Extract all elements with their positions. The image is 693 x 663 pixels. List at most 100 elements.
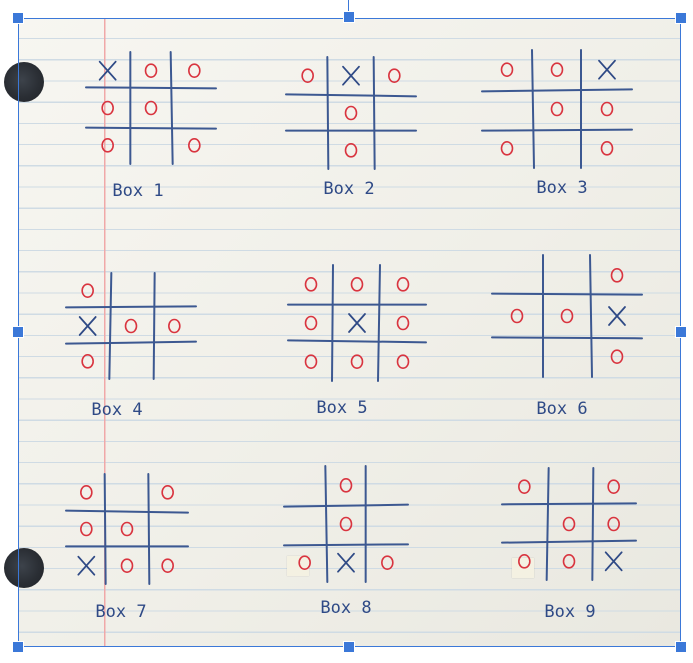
grid-line [152, 272, 156, 380]
grid-line [283, 503, 409, 508]
grid-drawing [285, 56, 417, 170]
caption-box-8: Box 8 [320, 598, 372, 618]
grid-box-2 [285, 56, 417, 170]
grid-line [85, 86, 217, 90]
x-mark [78, 316, 97, 336]
grid-box-1 [85, 51, 217, 165]
o-mark [144, 63, 158, 78]
grid-line [103, 473, 107, 585]
x-mark [342, 65, 360, 86]
paper-patch [287, 556, 309, 576]
o-mark [161, 558, 174, 573]
grid-line [85, 126, 217, 130]
grid-drawing [287, 264, 427, 382]
o-mark [500, 62, 514, 77]
grid-line [591, 467, 595, 581]
grid-line [285, 93, 417, 98]
o-mark [550, 62, 564, 77]
o-mark [298, 555, 311, 570]
grid-line [545, 467, 550, 581]
grid-line [287, 339, 427, 344]
grid-line [481, 128, 633, 132]
o-mark [381, 555, 394, 570]
grid-drawing [283, 465, 409, 583]
caption-box-2: Box 2 [323, 179, 375, 199]
caption-box-1: Box 1 [112, 181, 164, 201]
grid-drawing [481, 49, 633, 169]
o-mark [80, 521, 93, 537]
o-mark [607, 479, 620, 494]
x-mark [98, 60, 117, 81]
punch-hole-icon [4, 548, 44, 588]
o-mark [101, 138, 114, 153]
grid-line [501, 502, 637, 506]
grid-line [108, 272, 113, 380]
o-mark [144, 100, 158, 116]
resize-handle-bottom[interactable] [343, 641, 355, 653]
o-mark [301, 68, 314, 83]
caption-box-3: Box 3 [536, 178, 588, 198]
o-mark [500, 141, 514, 156]
o-mark [81, 354, 94, 369]
grid-box-4 [65, 272, 197, 380]
o-mark [120, 558, 134, 573]
grid-drawing [85, 51, 217, 165]
grid-line [491, 292, 643, 296]
o-mark [339, 516, 353, 532]
o-mark [188, 138, 201, 153]
caption-box-9: Box 9 [544, 602, 596, 622]
o-mark [304, 277, 318, 292]
rotation-handle-stem[interactable] [348, 0, 349, 14]
o-mark [168, 318, 181, 334]
grid-line [501, 539, 637, 544]
resize-handle-right[interactable] [675, 326, 687, 338]
o-mark [120, 521, 134, 537]
grid-drawing [491, 254, 643, 378]
o-mark [610, 268, 624, 283]
o-mark [510, 308, 524, 324]
grid-line [65, 305, 197, 309]
grid-line [331, 264, 334, 382]
resize-handle-bottom-left[interactable] [12, 641, 24, 653]
x-mark [77, 555, 96, 576]
caption-box-4: Box 4 [91, 400, 143, 420]
o-mark [396, 277, 410, 292]
grid-box-7 [65, 473, 189, 585]
o-mark [550, 101, 564, 117]
o-mark [518, 479, 531, 494]
o-mark [161, 485, 174, 500]
x-mark [337, 552, 355, 573]
o-mark [344, 143, 358, 158]
grid-line [531, 49, 535, 169]
grid-line [372, 56, 376, 170]
o-mark [560, 308, 574, 324]
o-mark [81, 283, 94, 298]
o-mark [80, 485, 93, 500]
punch-hole-icon [4, 62, 44, 102]
resize-handle-bottom-right[interactable] [675, 641, 687, 653]
caption-box-5: Box 5 [316, 398, 368, 418]
grid-box-3 [481, 49, 633, 169]
o-mark [339, 478, 353, 493]
o-mark [350, 277, 364, 292]
o-mark [388, 68, 401, 83]
resize-handle-top[interactable] [343, 11, 355, 23]
x-mark [598, 59, 616, 80]
x-mark [604, 551, 623, 572]
o-mark [350, 354, 364, 369]
grid-drawing [65, 272, 197, 380]
caption-box-6: Box 6 [536, 399, 588, 419]
o-mark [304, 315, 318, 331]
o-mark [304, 354, 318, 369]
o-mark [600, 141, 614, 156]
resize-handle-left[interactable] [12, 326, 24, 338]
grid-drawing [501, 467, 637, 581]
grid-line [324, 465, 329, 583]
resize-handle-top-left[interactable] [12, 12, 24, 24]
grid-line [283, 543, 409, 547]
grid-line [589, 254, 593, 378]
o-mark [562, 554, 576, 569]
grid-line [481, 88, 633, 93]
resize-handle-top-right[interactable] [675, 12, 687, 24]
grid-line [65, 340, 197, 345]
